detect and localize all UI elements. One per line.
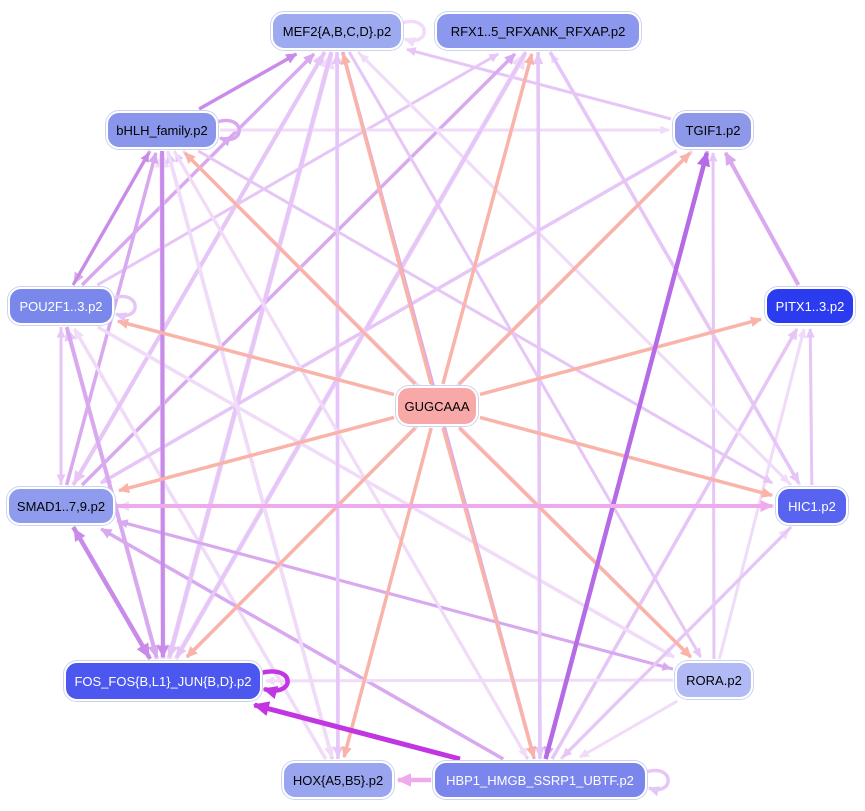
edge-bhlh-hbp1 [172,150,528,758]
node-hbp1[interactable]: HBP1_HMGB_SSRP1_UBTF.p2 [433,761,647,799]
node-label: HBP1_HMGB_SSRP1_UBTF.p2 [446,772,634,788]
node-pou2f[interactable]: POU2F1..3.p2 [8,287,114,325]
node-label: POU2F1..3.p2 [19,298,103,314]
edge-mef2-fos [166,51,334,659]
edge-gugcaaa-pitx [479,316,763,397]
edge-pou2f-rfx [96,52,499,287]
node-label: RFX1..5_RFXANK_RFXAP.p2 [450,23,626,39]
edge-mef2-hox [332,51,344,759]
self-loop-pou2f [112,294,137,323]
edge-rfx-fos [175,51,528,659]
edge-bhlh-fos [156,150,169,659]
edge-hbp1-fos [252,701,461,762]
node-label: RORA.p2 [686,672,742,688]
node-smad[interactable]: SMAD1..7,9.p2 [7,487,115,525]
self-loop-bhlh [216,118,241,147]
edge-bhlh-mef2 [198,52,298,111]
node-label: MEF2{A,B,C,D}.p2 [282,23,392,39]
edge-rora-fos [264,676,674,686]
node-bhlh[interactable]: bHLH_family.p2 [106,111,218,149]
self-loop-fos [260,669,290,699]
node-tgif[interactable]: TGIF1.p2 [673,111,753,149]
node-hox[interactable]: HOX{A5,B5}.p2 [282,761,394,799]
edge-gugcaaa-mef2 [340,52,433,385]
edge-gugcaaa-hbp1 [441,427,537,759]
self-loop-mef2 [401,19,426,48]
node-gugcaaa-center-motif[interactable]: GUGCAAA [396,386,478,426]
edge-smad-rfx [80,52,517,487]
edge-rora-hbp1 [579,699,679,759]
edge-smad-rora [116,519,672,671]
node-mef2[interactable]: MEF2{A,B,C,D}.p2 [271,12,403,50]
edge-smad-fos [71,525,151,659]
node-rfx[interactable]: RFX1..5_RFXANK_RFXAP.p2 [435,12,641,50]
node-label: HOX{A5,B5}.p2 [292,772,384,788]
edge-tgif-smad [99,149,678,485]
edge-pou2f-rora [96,325,675,659]
node-pitx[interactable]: PITX1..3.p2 [765,287,855,325]
edge-gugcaaa-tgif [457,151,692,386]
node-label: HIC1.p2 [788,498,836,514]
node-label: SMAD1..7,9.p2 [16,498,106,514]
node-label: FOS_FOS{B,L1}_JUN{B,D}.p2 [74,673,252,689]
edge-gugcaaa-rfx [441,52,535,385]
self-loop-hbp1 [645,768,670,797]
edge-gugcaaa-smad [117,415,395,494]
edge-gugcaaa-pou2f [116,318,395,397]
node-label: bHLH_family.p2 [116,122,208,138]
edge-bhlh-hic1 [197,149,774,485]
node-rora[interactable]: RORA.p2 [675,661,753,699]
edge-gugcaaa-rora [458,426,692,659]
node-fos[interactable]: FOS_FOS{B,L1}_JUN{B,D}.p2 [64,661,262,701]
edge-mef2-rora [347,51,702,658]
node-label: PITX1..3.p2 [775,298,845,314]
node-label: GUGCAAA [404,398,470,414]
edge-pitx-tgif [723,151,801,286]
node-hic1[interactable]: HIC1.p2 [776,487,848,525]
edge-gugcaaa-bhlh [183,151,417,386]
node-label: TGIF1.p2 [685,122,741,138]
edge-hbp1-pitx [550,327,799,760]
edge-gugcaaa-hox [341,427,433,759]
edge-gugcaaa-fos [185,426,417,659]
edge-pou2f-bhlh [71,152,151,286]
edge-rfx-hbp1 [534,51,546,759]
edge-hic1-pitx [805,327,815,486]
edge-pou2f-mef2 [80,52,316,287]
edge-hbp1-tgif [543,151,711,760]
